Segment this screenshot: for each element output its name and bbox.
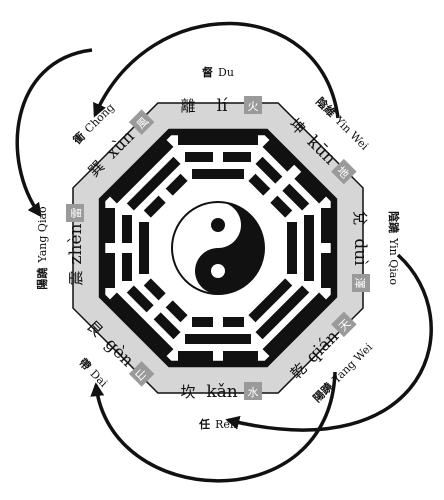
trigram-kun-lines bbox=[248, 139, 327, 218]
trigram-li-lines bbox=[178, 135, 258, 179]
vessel-du-name: Du bbox=[218, 66, 234, 79]
trigram-zhen-lines bbox=[105, 208, 149, 288]
yin-line-left bbox=[248, 173, 271, 196]
yang-line bbox=[248, 278, 293, 323]
vessel-yang-qiao-name: Yang Qiao bbox=[36, 206, 49, 264]
yin-line-left bbox=[165, 300, 188, 323]
trigram-xun-lines bbox=[109, 139, 188, 218]
vessel-yang-qiao: 陽蹺 Yang Qiao bbox=[35, 206, 49, 290]
arc-yangwei-dai bbox=[90, 371, 337, 483]
yin-line-left bbox=[223, 351, 258, 361]
trigram-kan-element: 水 bbox=[248, 386, 259, 399]
vessel-dai-name: Dai bbox=[88, 367, 111, 390]
yin-eye bbox=[211, 264, 225, 278]
trigram-zhen-hanzi: 震 bbox=[67, 270, 85, 285]
yin-line-left bbox=[143, 195, 166, 218]
yang-line bbox=[109, 292, 174, 357]
vessel-yin-qiao-name: Yin Qiao bbox=[387, 237, 400, 285]
yin-line-left bbox=[153, 312, 181, 340]
yin-line-left bbox=[262, 139, 295, 172]
vessel-yin-qiao-label: 陰蹺 Yin Qiao bbox=[387, 211, 401, 285]
trigram-zhen-pinyin: zhèn bbox=[66, 223, 86, 264]
trigram-li-band: 離 lí 火 bbox=[180, 96, 262, 116]
arc-yinqiao-ren bbox=[225, 253, 433, 432]
yang-line bbox=[287, 222, 297, 274]
yang-line bbox=[192, 169, 244, 179]
yin-line-right bbox=[282, 183, 310, 211]
yin-line-left bbox=[223, 317, 244, 327]
yin-line-right bbox=[143, 278, 166, 301]
yin-line-right bbox=[126, 285, 154, 313]
trigram-dui-element-box bbox=[352, 274, 370, 292]
trigram-zhen-element-box bbox=[66, 204, 84, 222]
yang-line bbox=[185, 334, 251, 344]
yin-line-left bbox=[321, 208, 331, 243]
yin-line-left bbox=[122, 253, 132, 281]
trigram-li-pinyin: lí bbox=[217, 96, 228, 116]
trigram-dui-hanzi: 兌 bbox=[351, 210, 369, 225]
yin-line-right bbox=[165, 173, 188, 196]
vessel-dai: 帶Dai bbox=[76, 355, 111, 390]
yin-yang-symbol bbox=[171, 201, 265, 295]
arc-du-chong bbox=[93, 21, 340, 119]
yang-line bbox=[178, 135, 258, 145]
yin-line-right bbox=[122, 215, 132, 243]
yin-line-right bbox=[223, 152, 251, 162]
vessel-dai-label: 帶Dai bbox=[76, 355, 111, 390]
yang-line bbox=[304, 215, 314, 281]
vessel-dai-hanzi: 帶 bbox=[76, 355, 94, 373]
trigram-kan-hanzi: 坎 bbox=[180, 383, 195, 401]
trigram-kan-band-inner: 坎 kǎn 水 bbox=[180, 382, 262, 402]
yang-line bbox=[109, 139, 174, 204]
yin-line-right bbox=[270, 195, 293, 218]
vessel-yin-qiao-hanzi: 陰蹺 bbox=[387, 211, 401, 233]
trigram-dui-pinyin: duì bbox=[350, 238, 370, 266]
yang-eye bbox=[211, 218, 225, 232]
trigram-xun-element-box bbox=[128, 109, 155, 135]
trigram-qian-lines bbox=[248, 278, 327, 357]
yin-line-left bbox=[255, 156, 283, 184]
trigram-dui-band-inner: 兌 duì 澤 bbox=[350, 210, 370, 292]
vessel-du-label: 督 Du bbox=[202, 65, 234, 79]
trigram-kan-element-box bbox=[244, 382, 262, 400]
trigram-dui-element: 澤 bbox=[353, 278, 366, 289]
yang-line bbox=[255, 285, 310, 340]
trigram-zhen-element: 雷 bbox=[70, 208, 83, 219]
yin-line-right bbox=[294, 171, 327, 204]
arc-chong-yangqiao bbox=[15, 48, 93, 218]
trigram-kan-pinyin: kǎn bbox=[206, 382, 237, 402]
trigram-li-element: 火 bbox=[248, 100, 259, 113]
yin-line-right bbox=[321, 253, 331, 288]
trigram-kan-band: 坎 kǎn 水 bbox=[180, 382, 262, 402]
yin-line-right bbox=[178, 351, 213, 361]
vessel-chong-hanzi: 衝 bbox=[69, 129, 87, 147]
yang-line bbox=[139, 222, 149, 274]
vessel-yang-qiao-hanzi: 陽蹺 bbox=[35, 268, 49, 290]
yin-line-left bbox=[185, 152, 213, 162]
trigram-li-element-box bbox=[244, 96, 262, 114]
trigram-dui-lines bbox=[287, 208, 331, 288]
vessel-yin-wei-name: Yin Wei bbox=[332, 113, 372, 153]
trigram-zhen-band-inner: 震 zhèn 雷 bbox=[66, 204, 86, 286]
trigram-gen-lines bbox=[109, 278, 188, 357]
yin-line-right bbox=[105, 208, 115, 243]
trigram-li-hanzi: 離 bbox=[180, 97, 195, 115]
yin-line-left bbox=[105, 253, 115, 288]
yin-line-right bbox=[192, 317, 213, 327]
vessel-yang-qiao-label: 陽蹺 Yang Qiao bbox=[35, 206, 49, 290]
yang-line bbox=[126, 156, 181, 211]
trigram-zhen-band: 震 zhèn 雷 bbox=[66, 204, 86, 286]
vessel-du-hanzi: 督 bbox=[202, 65, 213, 79]
vessel-ren-hanzi: 任 bbox=[198, 417, 210, 431]
trigram-li-band-inner: 離 lí 火 bbox=[180, 96, 262, 116]
trigram-kan-lines bbox=[178, 317, 258, 361]
trigram-dui-band: 兌 duì 澤 bbox=[350, 210, 370, 292]
vessel-du: 督 Du bbox=[202, 65, 234, 79]
vessel-yin-qiao: 陰蹺 Yin Qiao bbox=[387, 211, 401, 285]
yang-line bbox=[262, 292, 327, 357]
